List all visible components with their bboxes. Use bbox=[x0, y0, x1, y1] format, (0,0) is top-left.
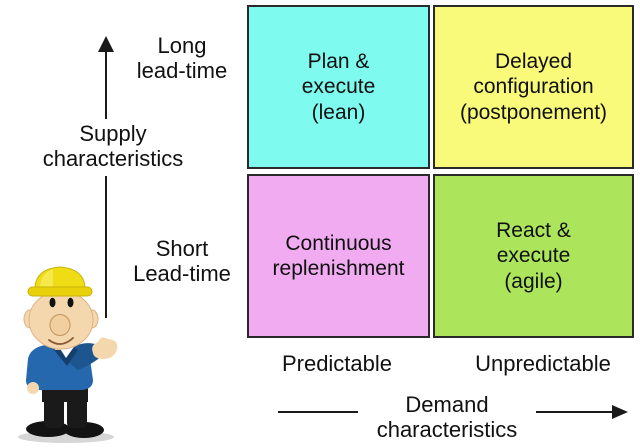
worker-eye-right bbox=[67, 297, 74, 308]
x-axis-left-label: Predictable bbox=[281, 351, 393, 376]
worker-hand-right bbox=[92, 337, 118, 359]
worker-hand-left bbox=[27, 382, 39, 394]
x-axis-title: Demand characteristics bbox=[358, 390, 536, 446]
quadrant-plan-execute-lean: Plan & execute (lean) bbox=[247, 5, 430, 169]
x-axis-arrow-right-icon bbox=[612, 405, 628, 419]
worker-eye-left bbox=[49, 297, 56, 308]
quadrant-delayed-configuration-postponement: Delayed configuration (postponement) bbox=[433, 5, 634, 169]
y-axis-arrow-up-icon bbox=[98, 36, 114, 52]
construction-worker-character bbox=[18, 266, 118, 443]
worker-nose bbox=[49, 313, 71, 337]
y-axis-top-label: Long lead-time bbox=[136, 33, 228, 84]
x-axis-right-label: Unpredictable bbox=[475, 351, 611, 376]
y-axis-bottom-label: Short Lead-time bbox=[133, 236, 231, 287]
quadrant-continuous-replenishment: Continuous replenishment bbox=[247, 174, 430, 338]
quadrant-react-execute-agile: React & execute (agile) bbox=[433, 174, 634, 338]
worker-hard-hat-icon bbox=[27, 266, 93, 297]
worker-mouth bbox=[48, 337, 74, 345]
y-axis-line bbox=[105, 50, 107, 318]
y-axis-title: Supply characteristics bbox=[13, 119, 213, 176]
